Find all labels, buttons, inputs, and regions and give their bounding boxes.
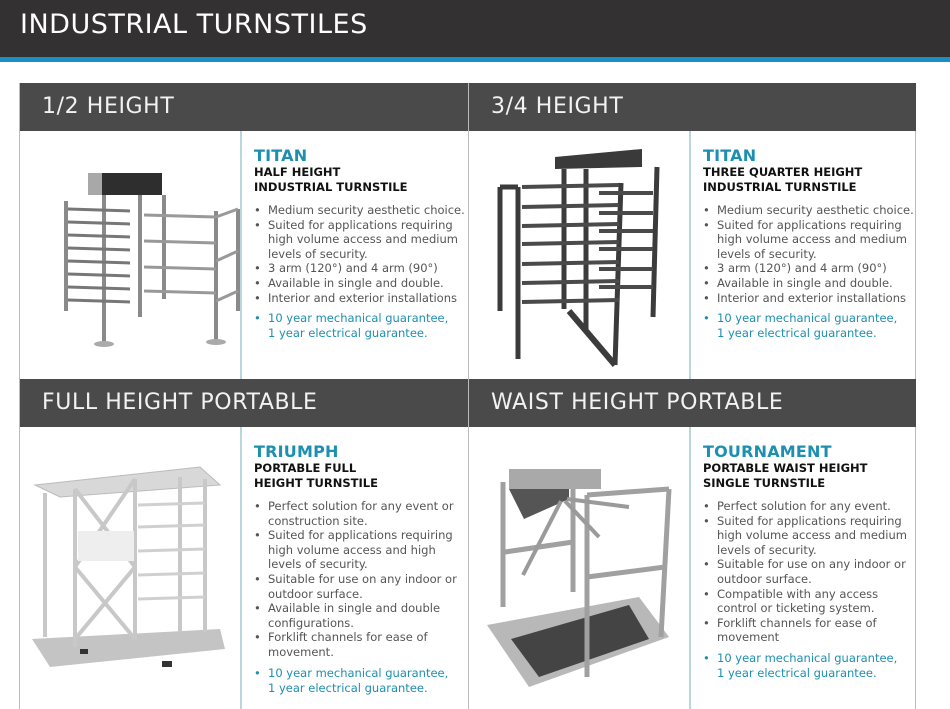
- feature-item: Interior and exterior installations: [254, 291, 468, 306]
- feature-list: Perfect solution for any event or constr…: [254, 499, 468, 660]
- feature-item: Forklift channels for ease of movement.: [254, 630, 468, 659]
- guarantee-mechanical: 10 year mechanical guarantee,: [268, 311, 449, 326]
- guarantee-electrical: 1 year electrical guarantee.: [268, 326, 428, 341]
- section-header: FULL HEIGHT PORTABLE: [20, 379, 468, 427]
- section-full-height-portable: FULL HEIGHT PORTABLE: [20, 379, 468, 709]
- three-quarter-height-turnstile-image: [469, 131, 691, 379]
- feature-item: Available in single and double.: [254, 276, 468, 291]
- section-waist-height-portable: WAIST HEIGHT PORTABLE: [469, 379, 916, 709]
- accent-stripe: [0, 57, 950, 62]
- product-desc-line2: SINGLE TURNSTILE: [703, 476, 826, 490]
- portable-full-height-turnstile-image: [20, 427, 242, 709]
- feature-list: Perfect solution for any event. Suited f…: [703, 499, 916, 645]
- product-desc-line1: PORTABLE WAIST HEIGHT: [703, 461, 868, 475]
- feature-item: Suited for applications requiring high v…: [703, 514, 916, 558]
- product-desc-line2: INDUSTRIAL TURNSTILE: [254, 180, 408, 194]
- feature-item: 3 arm (120°) and 4 arm (90°): [254, 261, 468, 276]
- section-heading: 1/2 HEIGHT: [42, 94, 175, 119]
- guarantee: 10 year mechanical guarantee, 1 year ele…: [254, 666, 468, 696]
- guarantee-mechanical: 10 year mechanical guarantee,: [717, 650, 898, 665]
- feature-list: Medium security aesthetic choice. Suited…: [254, 203, 468, 305]
- feature-item: Interior and exterior installations: [703, 291, 916, 306]
- feature-item: Suited for applications requiring high v…: [703, 218, 916, 262]
- guarantee: 10 year mechanical guarantee, 1 year ele…: [703, 651, 916, 681]
- feature-item: Available in single and double configura…: [254, 601, 468, 630]
- guarantee-electrical: 1 year electrical guarantee.: [268, 680, 428, 695]
- feature-item: Suited for applications requiring high v…: [254, 218, 468, 262]
- product-desc-line1: PORTABLE FULL: [254, 461, 357, 475]
- section-heading: 3/4 HEIGHT: [491, 94, 624, 119]
- section-header: WAIST HEIGHT PORTABLE: [469, 379, 916, 427]
- product-name: TITAN: [703, 146, 757, 165]
- feature-item: Forklift channels for ease of movement: [703, 616, 916, 645]
- page-title: INDUSTRIAL TURNSTILES: [20, 9, 368, 40]
- section-half-height: 1/2 HEIGHT: [20, 83, 468, 379]
- feature-item: 3 arm (120°) and 4 arm (90°): [703, 261, 916, 276]
- column-divider: [468, 83, 469, 709]
- section-header: 3/4 HEIGHT: [469, 83, 916, 131]
- feature-item: Medium security aesthetic choice.: [254, 203, 468, 218]
- feature-item: Suited for applications requiring high v…: [254, 528, 468, 572]
- product-desc-line1: THREE QUARTER HEIGHT: [703, 165, 863, 179]
- section-three-quarter-height: 3/4 HEIGHT: [469, 83, 916, 379]
- product-info: TITAN HALF HEIGHT INDUSTRIAL TURNSTILE M…: [254, 131, 468, 379]
- product-name: TOURNAMENT: [703, 442, 832, 461]
- product-info: TITAN THREE QUARTER HEIGHT INDUSTRIAL TU…: [703, 131, 916, 379]
- guarantee-mechanical: 10 year mechanical guarantee,: [717, 311, 898, 326]
- product-info: TOURNAMENT PORTABLE WAIST HEIGHT SINGLE …: [703, 427, 916, 709]
- feature-item: Suitable for use on any indoor or outdoo…: [703, 557, 916, 586]
- product-grid: 1/2 HEIGHT: [19, 83, 916, 709]
- half-height-turnstile-image: [20, 131, 242, 379]
- feature-item: Perfect solution for any event or constr…: [254, 499, 468, 528]
- section-heading: FULL HEIGHT PORTABLE: [42, 390, 318, 415]
- guarantee-electrical: 1 year electrical guarantee.: [717, 326, 877, 341]
- section-header: 1/2 HEIGHT: [20, 83, 468, 131]
- feature-item: Available in single and double.: [703, 276, 916, 291]
- product-desc-line1: HALF HEIGHT: [254, 165, 341, 179]
- feature-item: Suitable for use on any indoor or outdoo…: [254, 572, 468, 601]
- feature-item: Perfect solution for any event.: [703, 499, 916, 514]
- section-heading: WAIST HEIGHT PORTABLE: [491, 390, 784, 415]
- guarantee: 10 year mechanical guarantee, 1 year ele…: [254, 311, 468, 341]
- product-info: TRIUMPH PORTABLE FULL HEIGHT TURNSTILE P…: [254, 427, 468, 709]
- guarantee-electrical: 1 year electrical guarantee.: [717, 665, 877, 680]
- product-desc-line2: INDUSTRIAL TURNSTILE: [703, 180, 857, 194]
- guarantee: 10 year mechanical guarantee, 1 year ele…: [703, 311, 916, 341]
- product-desc-line2: HEIGHT TURNSTILE: [254, 476, 378, 490]
- portable-waist-height-turnstile-image: [469, 427, 691, 709]
- feature-item: Compatible with any access control or ti…: [703, 587, 916, 616]
- product-name: TITAN: [254, 146, 308, 165]
- product-name: TRIUMPH: [254, 442, 339, 461]
- guarantee-mechanical: 10 year mechanical guarantee,: [268, 665, 449, 680]
- page-header: INDUSTRIAL TURNSTILES: [0, 0, 950, 57]
- feature-item: Medium security aesthetic choice.: [703, 203, 916, 218]
- feature-list: Medium security aesthetic choice. Suited…: [703, 203, 916, 305]
